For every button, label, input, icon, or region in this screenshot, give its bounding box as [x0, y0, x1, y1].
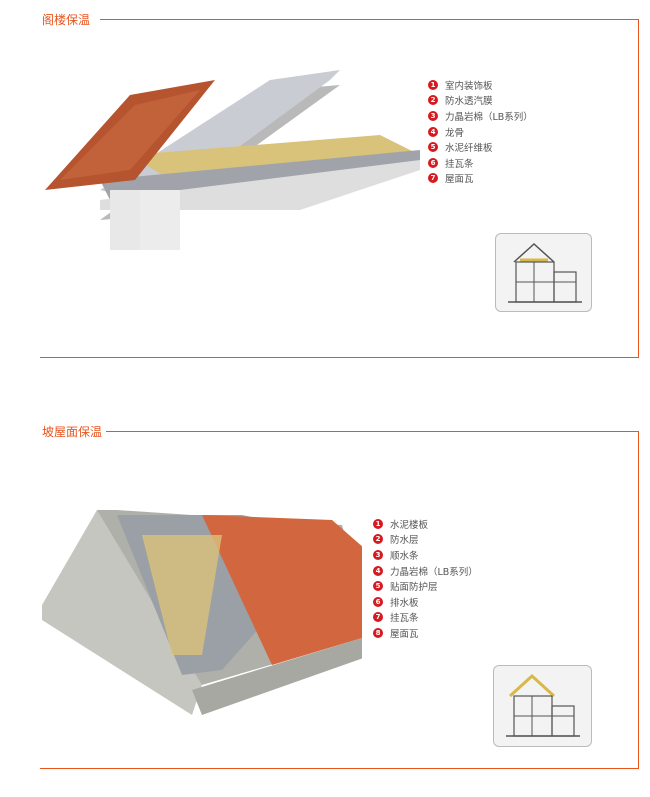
marker-1: 1	[428, 79, 438, 90]
attic-insulation-illustration	[45, 70, 420, 250]
legend-label: 力晶岩棉（LB系列）	[390, 566, 478, 578]
legend-label: 水泥楼板	[390, 519, 429, 531]
legend-item: 5 贴面防护层	[373, 578, 478, 594]
legend-item: 1 水泥楼板	[373, 516, 478, 532]
frame-top	[105, 431, 639, 432]
legend-attic: 1 室内装饰板 2 防水透汽膜 3 力晶岩棉（LB系列） 4 龙骨 5 水泥纤维板 6 挂瓦…	[428, 77, 533, 186]
house-attic-icon	[495, 233, 592, 312]
marker-4: 4	[428, 126, 438, 137]
legend-label: 挂瓦条	[390, 613, 419, 625]
frame-right	[638, 431, 639, 769]
legend-label: 屋面瓦	[390, 628, 419, 640]
legend-item: 5 水泥纤维板	[428, 139, 533, 155]
legend-label: 顺水条	[390, 550, 419, 562]
legend-item: 1 室内装饰板	[428, 77, 533, 93]
house-roof-icon	[493, 665, 592, 747]
legend-label: 水泥纤维板	[445, 143, 493, 155]
marker-2: 2	[428, 95, 438, 106]
legend-label: 力晶岩棉（LB系列）	[445, 111, 533, 123]
marker-3: 3	[373, 549, 383, 560]
marker-1: 1	[373, 518, 383, 529]
legend-item: 7 屋面瓦	[428, 171, 533, 187]
marker-7: 7	[373, 612, 383, 623]
marker-6: 6	[428, 157, 438, 168]
marker-2: 2	[373, 534, 383, 545]
frame-right	[638, 19, 639, 358]
legend-item: 6 挂瓦条	[428, 155, 533, 171]
legend-item: 4 力晶岩棉（LB系列）	[373, 563, 478, 579]
section-title-pitched-roof: 坡屋面保温	[42, 423, 107, 440]
marker-8: 8	[373, 627, 383, 638]
legend-label: 贴面防护层	[390, 582, 438, 594]
marker-5: 5	[428, 142, 438, 153]
legend-label: 屋面瓦	[445, 174, 474, 186]
marker-4: 4	[373, 565, 383, 576]
marker-5: 5	[373, 581, 383, 592]
legend-item: 7 挂瓦条	[373, 610, 478, 626]
legend-label: 龙骨	[445, 127, 465, 139]
legend-item: 6 排水板	[373, 594, 478, 610]
frame-top	[100, 19, 639, 20]
legend-item: 2 防水透汽膜	[428, 93, 533, 109]
section-title-attic: 阁楼保温	[42, 11, 95, 28]
legend-label: 挂瓦条	[445, 158, 474, 170]
legend-label: 防水层	[390, 535, 419, 547]
legend-label: 防水透汽膜	[445, 96, 493, 108]
legend-label: 排水板	[390, 597, 419, 609]
legend-label: 室内装饰板	[445, 80, 493, 92]
legend-item: 8 屋面瓦	[373, 625, 478, 641]
pitched-roof-illustration	[42, 510, 362, 715]
marker-6: 6	[373, 596, 383, 607]
marker-3: 3	[428, 110, 438, 121]
legend-item: 2 防水层	[373, 532, 478, 548]
legend-item: 4 龙骨	[428, 124, 533, 140]
frame-bottom	[40, 768, 639, 769]
legend-item: 3 力晶岩棉（LB系列）	[428, 108, 533, 124]
frame-bottom	[40, 357, 639, 358]
legend-item: 3 顺水条	[373, 547, 478, 563]
marker-7: 7	[428, 173, 438, 184]
